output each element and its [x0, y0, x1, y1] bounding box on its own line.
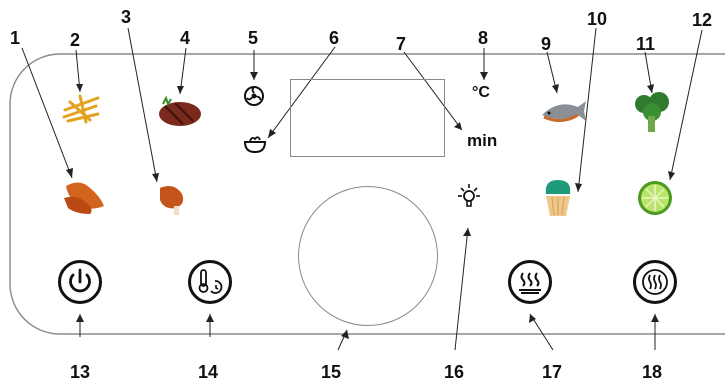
temp-timer-icon	[191, 263, 229, 301]
light-icon	[455, 182, 483, 212]
label-2: 2	[70, 30, 80, 51]
celsius-unit: °C	[472, 84, 490, 102]
dehydrate-icon	[636, 263, 674, 301]
power-button[interactable]	[58, 260, 102, 304]
label-18: 18	[642, 362, 662, 383]
dehydrate-button[interactable]	[633, 260, 677, 304]
label-17: 17	[542, 362, 562, 383]
steak-icon	[155, 96, 205, 130]
label-1: 1	[10, 28, 20, 49]
label-10: 10	[587, 9, 607, 30]
fries-icon	[60, 90, 102, 126]
minutes-unit: min	[467, 131, 497, 151]
steam-icon	[511, 263, 549, 301]
lime-icon	[635, 178, 675, 218]
cupcake-icon	[540, 176, 576, 218]
steam-button[interactable]	[508, 260, 552, 304]
chicken-wings-icon	[60, 176, 108, 216]
control-dial[interactable]	[298, 186, 438, 326]
display-window	[290, 79, 445, 157]
label-3: 3	[121, 7, 131, 28]
label-8: 8	[478, 28, 488, 49]
drumstick-icon	[152, 180, 192, 216]
temp-timer-button[interactable]	[188, 260, 232, 304]
label-9: 9	[541, 34, 551, 55]
label-13: 13	[70, 362, 90, 383]
fan-icon	[242, 84, 266, 108]
label-16: 16	[444, 362, 464, 383]
fish-icon	[538, 95, 588, 125]
label-5: 5	[248, 28, 258, 49]
label-12: 12	[692, 10, 712, 31]
broccoli-icon	[632, 90, 672, 134]
label-11: 11	[636, 34, 655, 55]
label-4: 4	[180, 28, 190, 49]
stir-icon	[242, 133, 268, 155]
power-icon	[61, 263, 99, 301]
label-15: 15	[321, 362, 341, 383]
label-7: 7	[396, 34, 406, 55]
label-6: 6	[329, 28, 339, 49]
label-14: 14	[198, 362, 218, 383]
